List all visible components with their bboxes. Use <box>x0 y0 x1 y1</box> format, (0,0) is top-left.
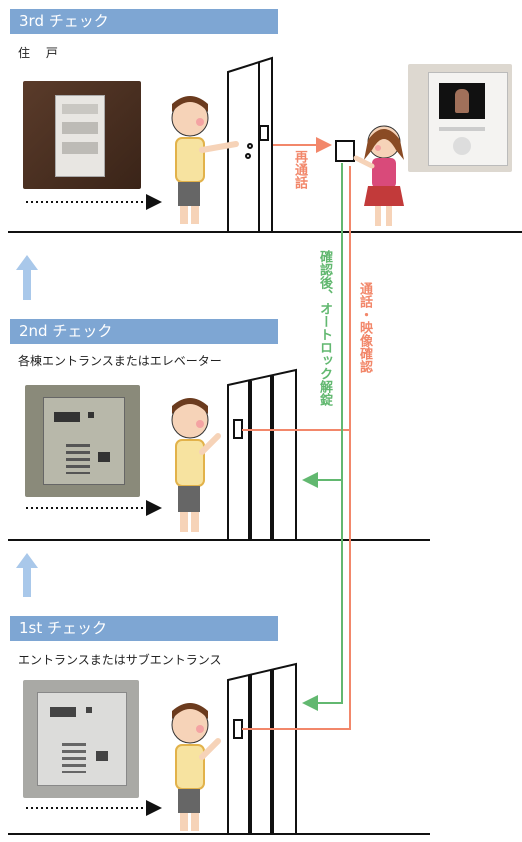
indoor-monitor-photo <box>408 64 512 172</box>
boy-figure-3rd <box>171 96 239 224</box>
section-subtitle-2nd: 各棟エントランスまたはエレベーター <box>18 354 222 368</box>
unit-door <box>227 56 273 233</box>
recall-label: 再通話 <box>292 150 307 189</box>
indoor-intercom-unit <box>335 140 355 162</box>
section-header-3rd: 3rd チェック <box>10 9 278 34</box>
unlock-label: 確認後、オートロック解錠 <box>317 250 332 406</box>
entrance-doors <box>227 662 297 835</box>
section-subtitle-1st: エントランスまたはサブエントランス <box>18 653 222 667</box>
section-header-1st: 1st チェック <box>10 616 278 641</box>
entrance-panel-photo <box>23 680 139 798</box>
elevator-panel-photo <box>25 385 140 497</box>
elevator-doors <box>227 368 297 541</box>
girl-figure <box>353 125 404 226</box>
boy-figure-2nd <box>171 398 221 532</box>
door-intercom-photo <box>23 81 141 189</box>
up-arrow-icon <box>16 553 38 597</box>
call-video-label: 通話・映像確認 <box>357 282 372 373</box>
section-subtitle-3rd: 住 戸 <box>18 46 58 60</box>
section-header-2nd: 2nd チェック <box>10 319 278 344</box>
up-arrow-icon <box>16 255 38 300</box>
boy-figure-1st <box>171 703 221 831</box>
